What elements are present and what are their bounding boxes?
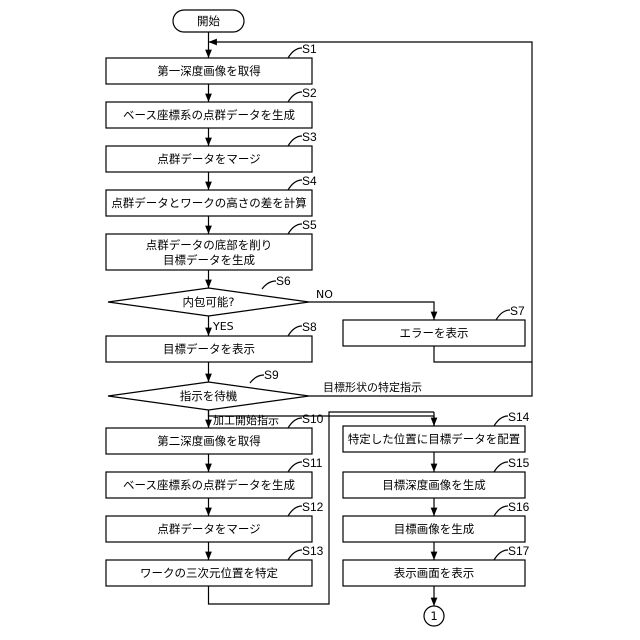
step-s11-label: ベース座標系の点群データを生成: [123, 478, 295, 492]
step-s2-leader: [288, 92, 302, 102]
step-s13: ワークの三次元位置を特定 S13: [106, 544, 324, 586]
step-s16-leader: [494, 506, 508, 516]
step-s13-id: S13: [302, 544, 324, 558]
step-s15-id: S15: [508, 456, 530, 470]
step-s5-label-line2: 目標データを生成: [163, 253, 255, 267]
decision-s6-leader: [262, 281, 276, 289]
step-s14-leader: [494, 416, 508, 426]
step-s13-label: ワークの三次元位置を特定: [140, 566, 278, 580]
step-s17-label: 表示画面を表示: [394, 566, 475, 580]
branch-no-label: NO: [316, 288, 333, 301]
step-s3: 点群データをマージ S3: [106, 130, 317, 172]
step-s10-label: 第二深度画像を取得: [157, 434, 261, 448]
step-s1-label: 第一深度画像を取得: [157, 64, 261, 78]
step-s4-id: S4: [302, 174, 317, 188]
start-label: 開始: [197, 14, 220, 28]
step-s2-id: S2: [302, 86, 317, 100]
decision-s6-id: S6: [276, 274, 291, 288]
step-s14-id: S14: [508, 410, 530, 424]
line-s7-down: [434, 346, 532, 362]
step-s7-label: エラーを表示: [400, 326, 469, 340]
step-s10-id: S10: [302, 412, 324, 426]
step-s8-id: S8: [302, 320, 317, 334]
branch-shape-instruction-label: 目標形状の特定指示: [323, 380, 422, 394]
step-s15-label: 目標深度画像を生成: [382, 478, 486, 492]
step-s5-leader: [288, 224, 302, 234]
step-s16: 目標画像を生成 S16: [343, 500, 530, 542]
step-s1: 第一深度画像を取得 S1: [106, 42, 317, 84]
step-s7-leader: [496, 310, 510, 320]
step-s10-leader: [288, 418, 302, 428]
step-s13-leader: [288, 550, 302, 560]
step-s12: 点群データをマージ S12: [106, 500, 324, 542]
step-s2-label: ベース座標系の点群データを生成: [123, 108, 295, 122]
decision-s9-id: S9: [264, 368, 279, 382]
start-terminator: 開始: [173, 10, 244, 32]
step-s4: 点群データとワークの高さの差を計算 S4: [106, 174, 317, 216]
decision-s6-label: 内包可能?: [182, 295, 234, 309]
step-s3-id: S3: [302, 130, 317, 144]
step-s1-leader: [288, 48, 302, 58]
step-s5-id: S5: [302, 218, 317, 232]
step-s7-id: S7: [510, 304, 525, 318]
step-s5: 点群データの底部を削り 目標データを生成 S5: [106, 218, 317, 270]
step-s16-id: S16: [508, 500, 530, 514]
step-s4-label: 点群データとワークの高さの差を計算: [111, 196, 307, 210]
step-s8-label: 目標データを表示: [163, 342, 255, 356]
branch-start-instruction-label: 加工開始指示: [213, 413, 279, 427]
step-s3-label: 点群データをマージ: [157, 152, 260, 166]
step-s15: 目標深度画像を生成 S15: [343, 456, 530, 498]
step-s11-leader: [288, 462, 302, 472]
step-s17: 表示画面を表示 S17: [343, 544, 530, 586]
decision-s9-leader: [250, 375, 264, 383]
step-s16-label: 目標画像を生成: [394, 522, 475, 536]
step-s12-leader: [288, 506, 302, 516]
step-s17-leader: [494, 550, 508, 560]
decision-s9-label: 指示を待機: [180, 389, 238, 403]
step-s12-id: S12: [302, 500, 324, 514]
step-s1-id: S1: [302, 42, 317, 56]
connector-label: 1: [430, 609, 437, 623]
step-s4-leader: [288, 180, 302, 190]
arrow-s6-no-s7: [309, 302, 434, 320]
step-s3-leader: [288, 136, 302, 146]
step-s11: ベース座標系の点群データを生成 S11: [106, 456, 323, 498]
step-s12-label: 点群データをマージ: [157, 522, 260, 536]
step-s8-leader: [288, 326, 302, 336]
connector-1: 1: [424, 606, 444, 626]
step-s5-label-line1: 点群データの底部を削り: [146, 238, 273, 252]
step-s2: ベース座標系の点群データを生成 S2: [106, 86, 317, 128]
step-s14-label: 特定した位置に目標データを配置: [348, 432, 521, 446]
step-s17-id: S17: [508, 544, 530, 558]
step-s11-id: S11: [302, 456, 323, 470]
step-s15-leader: [494, 462, 508, 472]
branch-yes-label: YES: [212, 320, 234, 333]
step-s8: 目標データを表示 S8: [106, 320, 317, 362]
